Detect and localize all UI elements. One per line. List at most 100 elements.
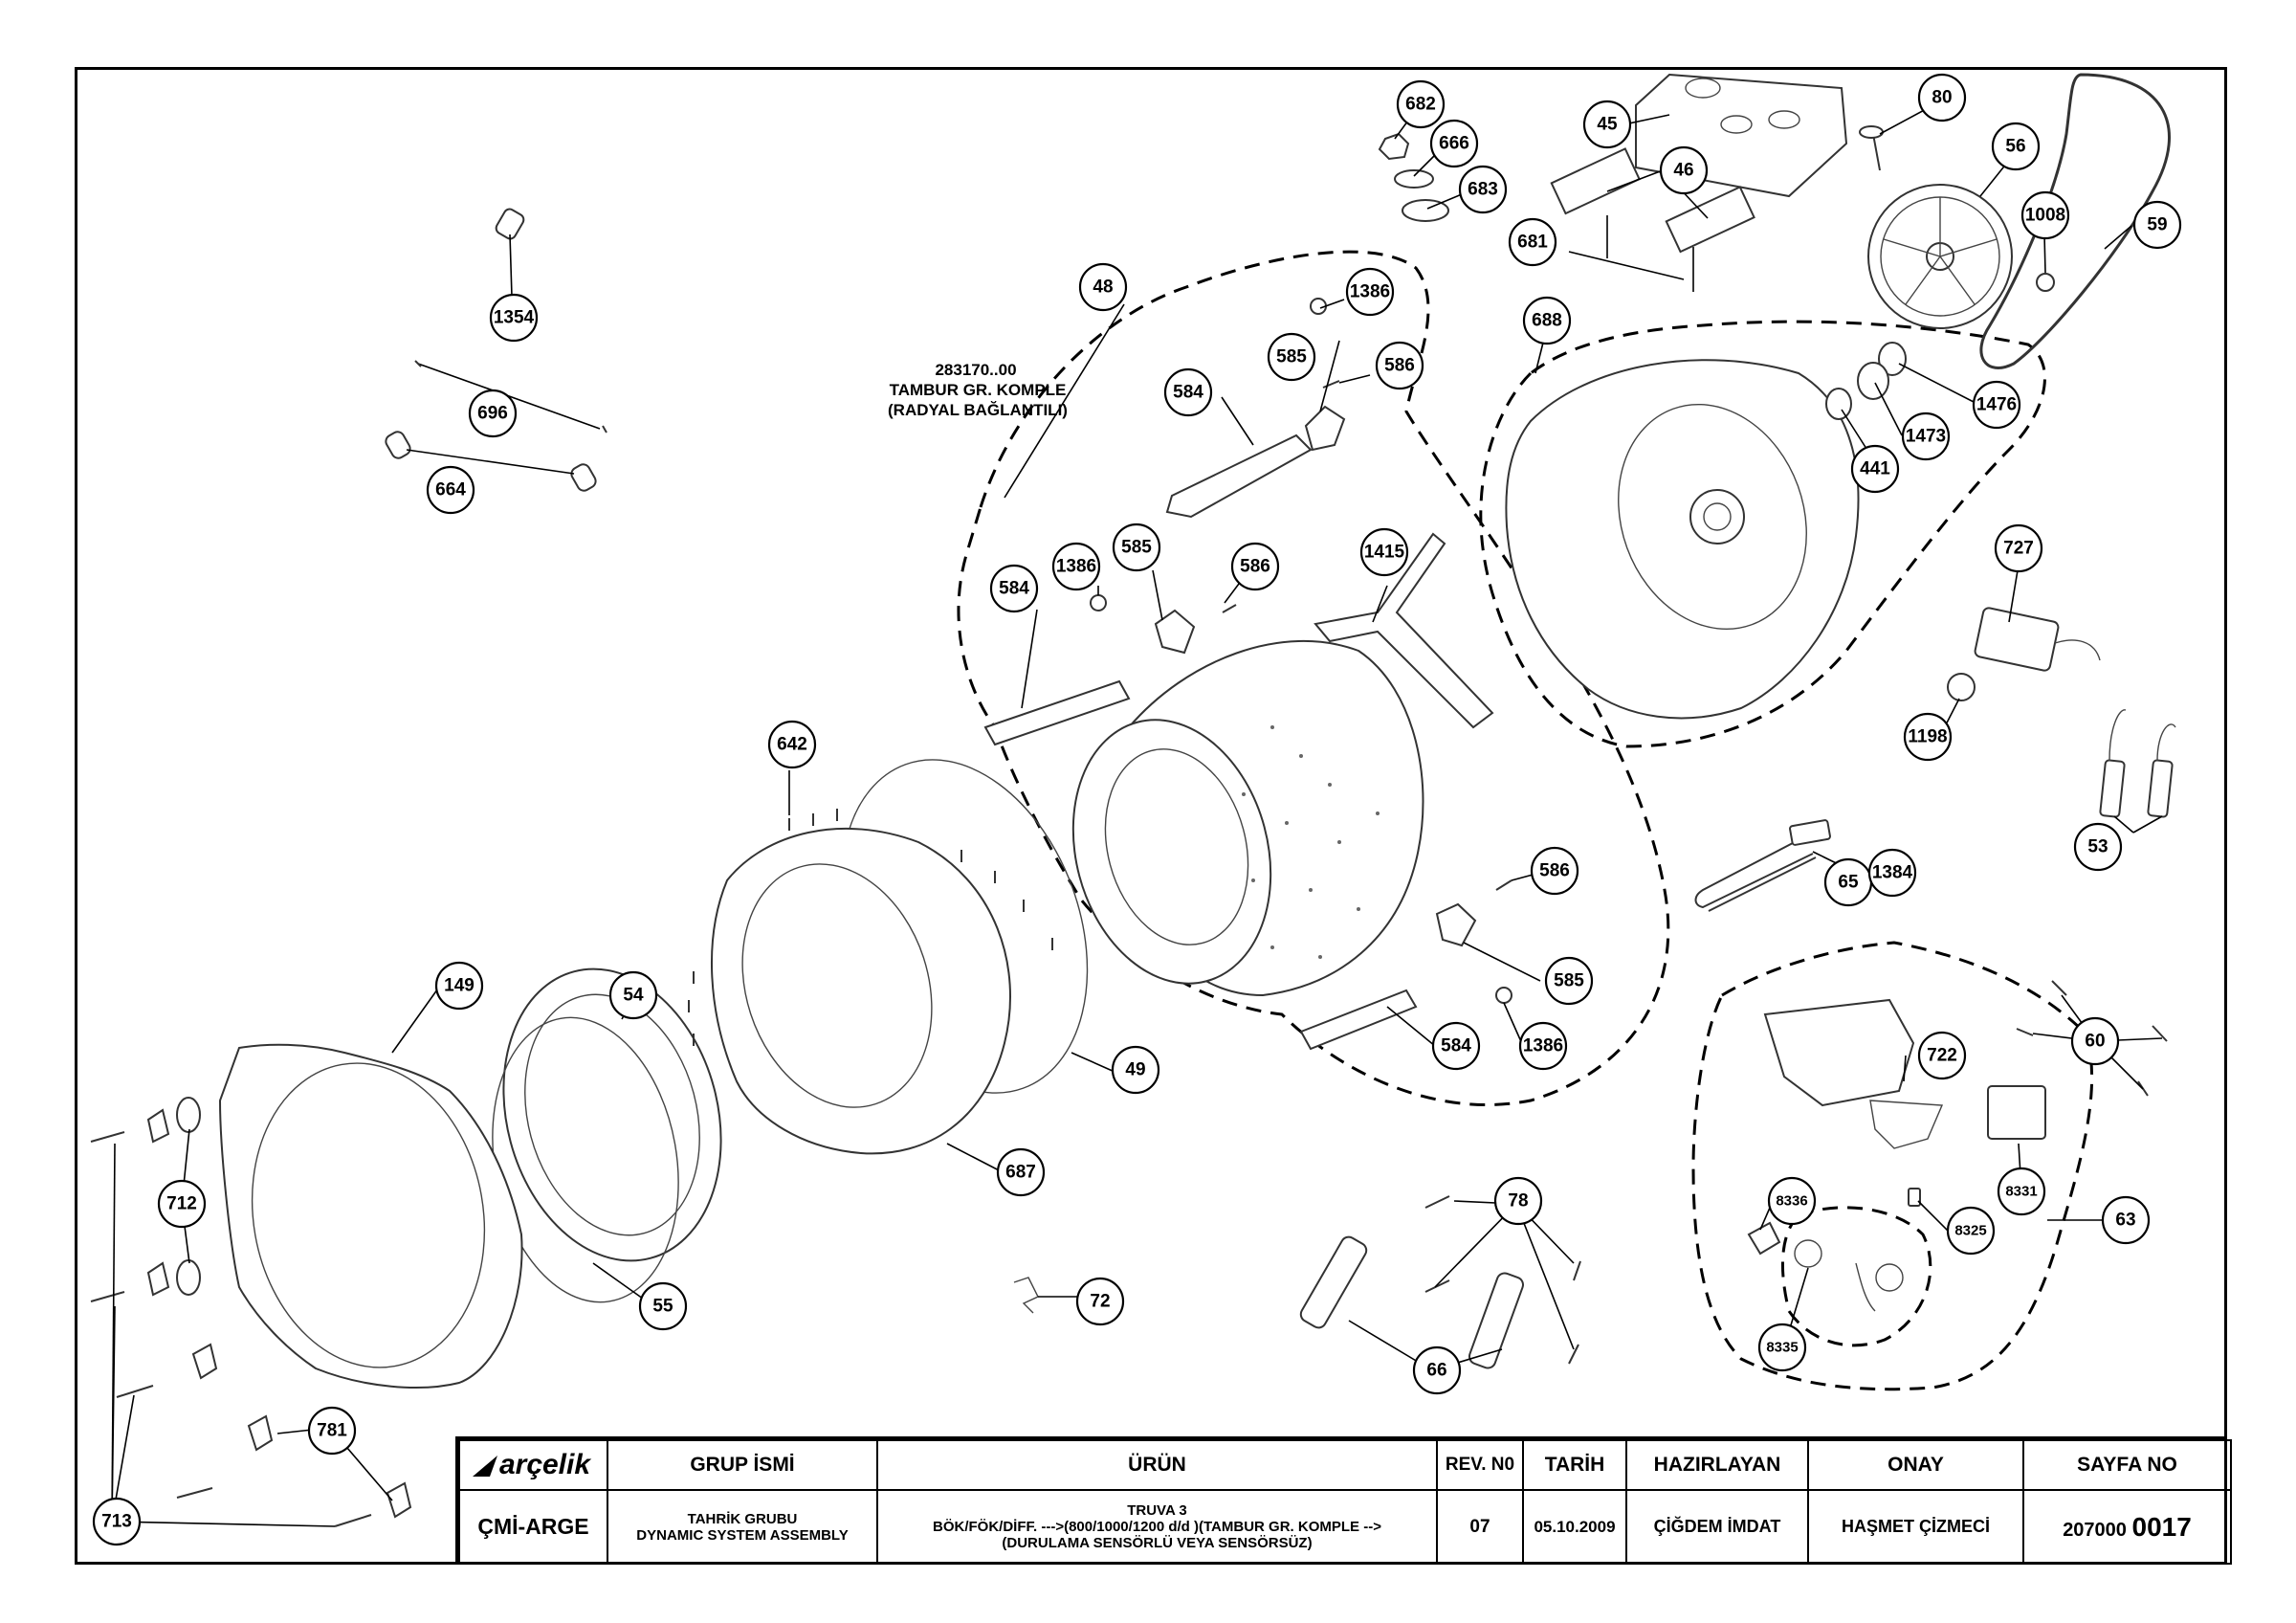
svg-text:585: 585 xyxy=(1276,347,1307,367)
svg-text:46: 46 xyxy=(1673,161,1693,181)
group-line-1: TAHRİK GRUBU xyxy=(687,1510,798,1527)
callout-1473: 1473 xyxy=(1901,411,1951,461)
callout-45: 45 xyxy=(1582,100,1632,149)
svg-text:586: 586 xyxy=(1240,557,1270,577)
svg-text:586: 586 xyxy=(1539,861,1570,881)
callout-688: 688 xyxy=(1522,296,1572,345)
callout-1008: 1008 xyxy=(2020,190,2070,240)
callout-78: 78 xyxy=(1493,1176,1543,1226)
svg-text:664: 664 xyxy=(435,480,466,500)
svg-text:60: 60 xyxy=(2085,1032,2105,1052)
callout-727: 727 xyxy=(1994,523,2043,573)
title-block: arçelik GRUP İSMİ ÜRÜN REV. N0 TARİH HAZ… xyxy=(455,1436,2232,1565)
department: ÇMİ-ARGE xyxy=(458,1489,608,1565)
svg-text:1384: 1384 xyxy=(1872,863,1913,883)
callout-72: 72 xyxy=(1075,1277,1125,1326)
svg-text:80: 80 xyxy=(1932,88,1952,108)
callout-664: 664 xyxy=(426,465,475,515)
svg-text:727: 727 xyxy=(2003,539,2034,559)
approved-header: ONAY xyxy=(1807,1439,2024,1491)
callout-48: 48 xyxy=(1078,262,1128,312)
drum-assembly-outline xyxy=(957,250,1670,1106)
callout-8325: 8325 xyxy=(1946,1206,1996,1256)
svg-text:8331: 8331 xyxy=(2005,1184,2037,1200)
svg-text:585: 585 xyxy=(1121,538,1152,558)
svg-text:66: 66 xyxy=(1426,1361,1446,1381)
svg-text:1198: 1198 xyxy=(1908,727,1947,747)
product-line-3: (DURULAMA SENSÖRLÜ VEYA SENSÖRSÜZ) xyxy=(1002,1535,1313,1551)
callout-584-mid: 584 xyxy=(989,564,1039,613)
svg-text:48: 48 xyxy=(1093,278,1113,298)
approved-by: HAŞMET ÇİZMECİ xyxy=(1807,1489,2024,1565)
svg-text:8325: 8325 xyxy=(1954,1223,1986,1239)
callout-54: 54 xyxy=(608,970,658,1020)
callout-1386-mid: 1386 xyxy=(1051,542,1101,591)
svg-text:59: 59 xyxy=(2147,215,2167,235)
page-number: 207000 0017 xyxy=(2022,1489,2232,1565)
product-header: ÜRÜN xyxy=(876,1439,1438,1491)
svg-text:584: 584 xyxy=(1441,1036,1471,1056)
group-name: TAHRİK GRUBU DYNAMIC SYSTEM ASSEMBLY xyxy=(607,1489,878,1565)
svg-text:584: 584 xyxy=(1173,383,1203,403)
callout-1386-low: 1386 xyxy=(1518,1021,1568,1071)
svg-text:63: 63 xyxy=(2115,1211,2135,1231)
callout-1198: 1198 xyxy=(1903,712,1953,762)
svg-text:1386: 1386 xyxy=(1523,1036,1563,1056)
callout-149: 149 xyxy=(434,961,484,1011)
callout-722: 722 xyxy=(1917,1031,1967,1080)
callout-781: 781 xyxy=(307,1406,357,1456)
callout-642: 642 xyxy=(767,720,817,769)
page-header: SAYFA NO xyxy=(2022,1439,2232,1491)
svg-text:712: 712 xyxy=(166,1194,197,1214)
svg-text:45: 45 xyxy=(1597,115,1618,135)
product-line-2: BÖK/FÖK/DİFF. --->(800/1000/1200 d/d )(T… xyxy=(933,1519,1381,1535)
assembly-subtitle: (RADYAL BAĞLANTILI) xyxy=(888,401,1068,419)
svg-text:1386: 1386 xyxy=(1056,557,1096,577)
callout-584-low: 584 xyxy=(1431,1021,1481,1071)
callout-46: 46 xyxy=(1659,145,1709,195)
product-line-1: TRUVA 3 xyxy=(1127,1502,1187,1519)
callout-49: 49 xyxy=(1111,1045,1160,1095)
rev-header: REV. N0 xyxy=(1436,1439,1524,1491)
svg-text:681: 681 xyxy=(1517,233,1548,253)
svg-text:642: 642 xyxy=(777,735,807,755)
svg-text:696: 696 xyxy=(477,404,508,424)
assembly-part-number: 283170..00 xyxy=(935,361,1016,379)
prepared-header: HAZIRLAYAN xyxy=(1625,1439,1809,1491)
callout-66: 66 xyxy=(1412,1345,1462,1395)
svg-text:585: 585 xyxy=(1554,971,1584,991)
svg-text:8335: 8335 xyxy=(1766,1340,1798,1356)
callout-1386-top: 1386 xyxy=(1345,267,1395,317)
callout-586-mid: 586 xyxy=(1230,542,1280,591)
svg-text:1386: 1386 xyxy=(1350,282,1390,302)
callout-56: 56 xyxy=(1991,122,2041,171)
date-header: TARİH xyxy=(1522,1439,1627,1491)
brand-logo: arçelik xyxy=(458,1439,608,1491)
svg-text:1415: 1415 xyxy=(1364,543,1405,563)
callout-53: 53 xyxy=(2073,822,2123,872)
svg-text:56: 56 xyxy=(2005,137,2025,157)
callout-584-top: 584 xyxy=(1163,367,1213,417)
svg-text:688: 688 xyxy=(1532,311,1562,331)
svg-text:1008: 1008 xyxy=(2025,206,2065,226)
svg-text:1473: 1473 xyxy=(1906,427,1946,447)
callout-696: 696 xyxy=(468,389,518,438)
svg-text:1354: 1354 xyxy=(494,308,535,328)
callout-8331: 8331 xyxy=(1997,1167,2046,1216)
callout-441: 441 xyxy=(1850,444,1900,494)
callout-60: 60 xyxy=(2070,1016,2120,1066)
callout-585-top: 585 xyxy=(1267,332,1316,382)
callout-1384: 1384 xyxy=(1867,848,1917,898)
svg-text:682: 682 xyxy=(1405,95,1436,115)
callout-8335: 8335 xyxy=(1757,1323,1807,1372)
tub-assembly-outline xyxy=(1479,320,2046,748)
svg-text:54: 54 xyxy=(623,986,644,1006)
callout-585-low: 585 xyxy=(1544,956,1594,1006)
svg-text:441: 441 xyxy=(1860,459,1890,479)
callout-713: 713 xyxy=(92,1497,142,1546)
callout-1354: 1354 xyxy=(489,293,539,343)
prepared-by: ÇİĞDEM İMDAT xyxy=(1625,1489,1809,1565)
svg-text:687: 687 xyxy=(1005,1163,1036,1183)
callout-8336: 8336 xyxy=(1767,1176,1817,1226)
svg-text:53: 53 xyxy=(2087,837,2108,857)
